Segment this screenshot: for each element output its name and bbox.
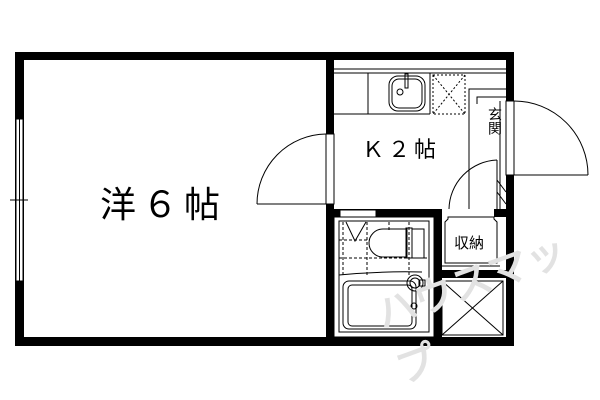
kitchen-counter xyxy=(334,68,506,115)
window xyxy=(10,118,28,282)
entrance-door[interactable] xyxy=(505,100,589,176)
room-label-kitchen: Ｋ２帖 xyxy=(362,138,441,163)
bathtub xyxy=(338,271,426,330)
inner-door[interactable] xyxy=(448,159,498,210)
washer-space xyxy=(441,280,504,336)
stove-space xyxy=(432,74,466,115)
room-label-western: 洋６帖 xyxy=(100,185,227,226)
room-label-storage: 収納 xyxy=(454,234,485,252)
room-label-entrance: 玄関 xyxy=(486,107,502,135)
toilet xyxy=(345,221,425,259)
unit-bath xyxy=(333,209,435,338)
entrance-area xyxy=(468,88,507,209)
storage-closet xyxy=(442,216,500,267)
room-door[interactable] xyxy=(256,133,335,205)
